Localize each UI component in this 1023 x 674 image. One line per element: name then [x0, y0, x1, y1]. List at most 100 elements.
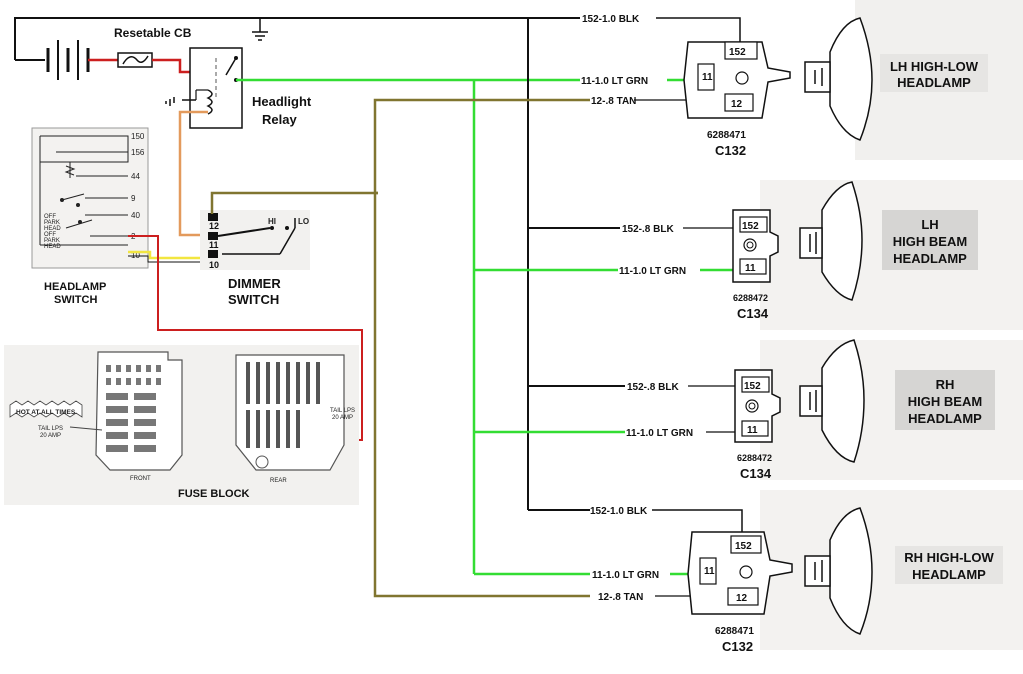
pin-label: 152: [729, 47, 746, 58]
lamp-2-line2: HIGH BEAM: [893, 234, 967, 249]
battery-circuit: [14, 17, 528, 80]
pin-label: 11: [704, 566, 715, 577]
headlight-relay: [189, 47, 243, 129]
dimmer-switch: [200, 210, 310, 270]
w1-blk-lead: [656, 17, 741, 42]
dimmer-lo-label: LO: [298, 217, 309, 226]
dimmer-terminal: 11: [209, 240, 219, 250]
wire-label: 12-.8 TAN: [598, 592, 643, 603]
yellow-wire: [128, 250, 210, 260]
connector-c132-top: [683, 41, 791, 119]
front-label: FRONT: [130, 476, 151, 482]
wire-label: 152-1.0 BLK: [590, 506, 648, 517]
connector-id: C134: [740, 466, 772, 481]
pin-label: 12: [736, 593, 748, 604]
wire-label: 12-.8 TAN: [591, 96, 636, 107]
headlamp-switch-label-2: SWITCH: [54, 294, 97, 306]
hot-at-all-times-label: HOT AT ALL TIMES: [16, 409, 76, 416]
switch-terminal: 156: [131, 148, 145, 157]
switch-pos-label: OFF: [44, 214, 56, 220]
tail-lps-front-2: 20 AMP: [40, 433, 61, 439]
relay-label-1: Headlight: [252, 94, 312, 109]
orange-wire: [178, 110, 210, 237]
switch-terminal: 44: [131, 172, 140, 181]
switch-pos-label: PARK: [44, 220, 60, 226]
lamp-4-line2: HEADLAMP: [912, 567, 986, 582]
part-number: 6288472: [737, 453, 772, 463]
lamp-3-line2: HIGH BEAM: [908, 394, 982, 409]
lamp-label-bg-2: [882, 210, 978, 270]
connector-c134-rh: [734, 369, 781, 443]
dimmer-hi-label: HI: [268, 217, 276, 226]
lamp-1-line1: LH HIGH-LOW: [890, 59, 979, 74]
connector-c134-lh: [732, 209, 779, 283]
lamp-3-line1: RH: [936, 377, 955, 392]
connector-id: C134: [737, 306, 769, 321]
fuse-block-label: FUSE BLOCK: [178, 488, 250, 500]
part-number: 6288471: [707, 130, 746, 141]
tan-bus-bottom: [373, 193, 590, 598]
tail-lps-front-1: TAIL LPS: [38, 426, 63, 432]
switch-terminal: 150: [131, 132, 145, 141]
lamp-3-line3: HEADLAMP: [908, 411, 982, 426]
pin-label: 11: [745, 263, 756, 274]
wire-label: 152-.8 BLK: [627, 382, 679, 393]
switch-position-labels: OFF PARK HEAD OFF PARK HEAD: [44, 214, 61, 250]
headlamp-bulb-1: [804, 17, 873, 141]
tan-bus-top: [373, 98, 590, 195]
connector-id: C132: [715, 143, 746, 158]
dimmer-terminal: 10: [209, 260, 219, 270]
lamp-1-line2: HEADLAMP: [897, 75, 971, 90]
wire-label: 11-1.0 LT GRN: [619, 266, 686, 277]
cb-to-relay-wire: [152, 58, 194, 74]
ground-symbol-top: [252, 18, 268, 41]
wire-label: 11-1.0 LT GRN: [592, 570, 659, 581]
lamp-label-bg-4: [895, 546, 1003, 584]
lamp-2-line3: HEADLAMP: [893, 251, 967, 266]
dimmer-terminal: 12: [209, 221, 219, 231]
switch-terminal: 40: [131, 211, 140, 220]
pin-label: 152: [742, 221, 759, 232]
wire-label: 152-.8 BLK: [622, 224, 674, 235]
tail-lps-rear-1: TAIL LPS: [330, 408, 355, 414]
dimmer-switch-label-2: SWITCH: [228, 292, 279, 307]
resetable-cb-label: Resetable CB: [114, 26, 192, 40]
lamp-label-bg-1: [880, 54, 988, 92]
ground-symbol-relay: [165, 97, 196, 106]
pin-label: 152: [744, 381, 761, 392]
wire-label: 11-1.0 LT GRN: [626, 428, 693, 439]
circuit-breaker: [117, 52, 153, 68]
pin-label: 152: [735, 541, 752, 552]
wire-label: 11-1.0 LT GRN: [581, 76, 648, 87]
headlamp-bulb-4: [804, 507, 873, 635]
fuse-block: [4, 345, 359, 505]
switch-pos-label: PARK: [44, 238, 60, 244]
switch-pos-label: HEAD: [44, 226, 61, 232]
headlamp-bulb-2: [799, 181, 863, 301]
pin-label: 11: [702, 72, 713, 83]
connector-c132-bottom: [687, 531, 793, 615]
lamp-label-bg-3: [895, 370, 995, 430]
switch-pos-label: HEAD: [44, 244, 61, 250]
rear-label: REAR: [270, 478, 287, 484]
pin-label: 11: [747, 425, 758, 436]
headlamp-switch-label-1: HEADLAMP: [44, 281, 106, 293]
w4-blk-lead: [652, 509, 743, 538]
tail-lps-rear-2: 20 AMP: [332, 415, 353, 421]
lamp-4-line1: RH HIGH-LOW: [904, 550, 994, 565]
switch-terminal: 9: [131, 194, 136, 203]
headlamp-bulb-3: [799, 339, 865, 463]
pin-label: 12: [731, 99, 743, 110]
part-number: 6288472: [733, 293, 768, 303]
headlamp-switch: [31, 127, 149, 269]
switch-pos-label: OFF: [44, 232, 56, 238]
relay-label-2: Relay: [262, 112, 297, 127]
wire-label: 152-1.0 BLK: [582, 14, 640, 25]
dimmer-tan-wire: [210, 191, 378, 214]
dimmer-switch-label-1: DIMMER: [228, 276, 281, 291]
lamp-2-line1: LH: [921, 217, 938, 232]
yellow-wire-outline: [128, 255, 210, 263]
connector-id: C132: [722, 639, 753, 654]
